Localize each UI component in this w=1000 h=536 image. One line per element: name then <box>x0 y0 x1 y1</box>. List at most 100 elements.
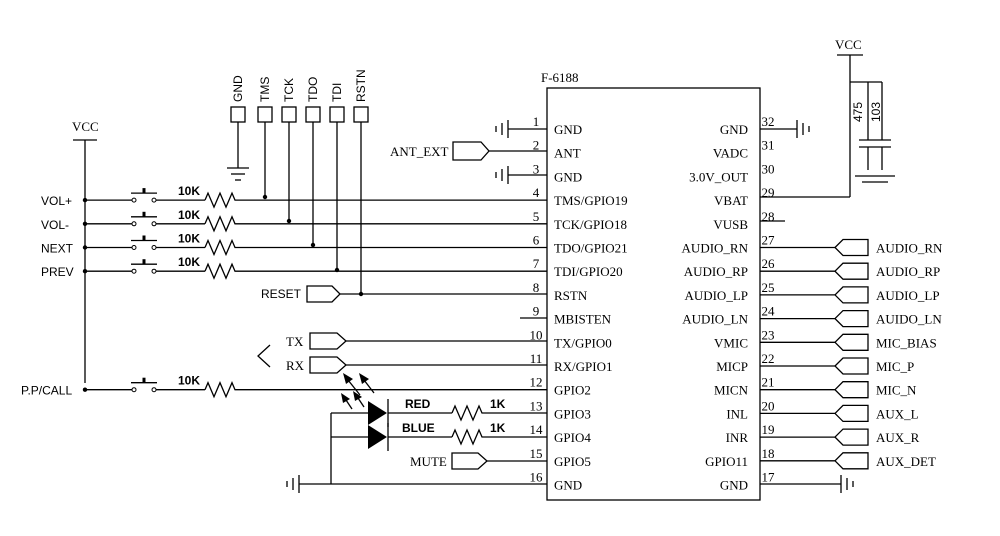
resistor-10k <box>204 262 547 280</box>
chip-right-pins: 32GND31VADC303.0V_OUT29VBAT28VUSB27AUDIO… <box>682 114 775 493</box>
cap-103-label: 103 <box>869 102 883 122</box>
resistor-10k <box>204 381 547 399</box>
resistor-10k <box>204 238 547 257</box>
port-label: MIC_P <box>876 359 914 374</box>
junction-dot <box>310 242 316 248</box>
junction-dot <box>82 269 88 274</box>
resistor-10k <box>204 191 547 209</box>
led-blue-label: BLUE <box>402 421 435 435</box>
pin-label: GPIO2 <box>554 383 591 398</box>
mute-port: MUTE <box>410 452 547 470</box>
port-connector <box>834 262 869 280</box>
pin-number: 24 <box>762 304 776 319</box>
pin-number: 25 <box>762 280 775 295</box>
pin-label: TMS/GPIO19 <box>554 193 628 208</box>
jtag-pad <box>305 106 321 123</box>
junction-dot <box>82 221 88 226</box>
pin-number: 32 <box>762 114 775 129</box>
pin-number: 20 <box>762 398 775 413</box>
vcc-right-label: VCC <box>835 37 862 52</box>
led-blue <box>368 423 389 451</box>
resistor-10k <box>204 215 547 233</box>
port-label: AUDIO_RP <box>876 264 940 279</box>
pin-label: AUDIO_LN <box>682 312 748 327</box>
pin-number: 27 <box>762 233 776 248</box>
jtag-pad-label: TDO <box>306 77 320 102</box>
led-red-resistor-label: 1K <box>490 397 506 411</box>
port-label: AUDIO_LP <box>876 288 940 303</box>
jtag-pad <box>257 106 273 123</box>
button-contact <box>151 268 157 274</box>
jtag-pad <box>281 106 297 123</box>
resistor-1k-blue <box>451 428 547 446</box>
pin-number: 1 <box>533 114 540 129</box>
port-connector <box>834 309 869 328</box>
port-label: AUX_L <box>876 406 919 421</box>
button-label: VOL- <box>41 218 69 232</box>
button-contact <box>151 197 157 203</box>
button-contact <box>151 387 157 393</box>
pin-number: 21 <box>762 375 775 390</box>
tx-port: TX <box>286 332 547 350</box>
junction-dot <box>82 197 88 203</box>
led-red-label: RED <box>405 397 431 411</box>
port-label: MIC_BIAS <box>876 335 937 350</box>
pin-label: VADC <box>713 146 748 161</box>
pin-label: GPIO5 <box>554 454 591 469</box>
pin-label: TDI/GPIO20 <box>554 264 623 279</box>
button-contact <box>131 221 137 227</box>
pin-label: AUDIO_LP <box>684 288 748 303</box>
pin-number: 28 <box>762 209 775 224</box>
button-contact <box>151 221 157 227</box>
pin-label: TX/GPIO0 <box>554 335 612 350</box>
pin-label: INR <box>726 430 749 445</box>
pin-label: GPIO11 <box>705 454 748 469</box>
pin-number: 17 <box>762 470 776 485</box>
pin-label: GPIO4 <box>554 430 591 445</box>
right-signal-ports: AUDIO_RNAUDIO_RPAUDIO_LPAUIDO_LNMIC_BIAS… <box>760 238 943 470</box>
pin-number: 30 <box>762 161 775 176</box>
junction-dot <box>82 387 88 392</box>
port-connector <box>834 428 869 446</box>
decoupling-capacitors <box>855 139 895 183</box>
port-label: AUX_DET <box>876 454 936 469</box>
cap-475-label: 475 <box>851 102 865 122</box>
pin-number: 8 <box>533 280 540 295</box>
pin-label: TDO/GPIO21 <box>554 241 628 256</box>
led-light-arrows <box>341 373 375 410</box>
chip-left-pins: 1GND2ANT3GND4TMS/GPIO195TCK/GPIO186TDO/G… <box>530 114 628 493</box>
resistor-10k-label: 10K <box>178 184 200 198</box>
pin-number: 3 <box>533 161 540 176</box>
button-contact <box>131 268 137 274</box>
jtag-pad-label: RSTN <box>354 69 368 102</box>
jtag-pad <box>230 106 246 123</box>
pin-label: VUSB <box>713 217 748 232</box>
port-connector <box>834 238 869 257</box>
vcc-right-supply: VCC <box>760 37 883 198</box>
button-contact <box>131 387 137 393</box>
led-blue-resistor-label: 1K <box>490 421 506 435</box>
ground-symbol-pin3 <box>495 166 547 184</box>
pin-label: GND <box>720 122 748 137</box>
jtag-pad <box>329 106 345 123</box>
pin-number: 26 <box>762 256 776 271</box>
reset-port: RESET <box>261 285 547 303</box>
resistor-10k-label: 10K <box>178 232 200 246</box>
button-label: VOL+ <box>41 194 72 208</box>
pin-label: RSTN <box>554 288 588 303</box>
pin-label: GND <box>554 169 582 184</box>
reset-label: RESET <box>261 287 302 301</box>
button-contact <box>131 197 137 203</box>
pin-number: 18 <box>762 446 775 461</box>
mute-label: MUTE <box>410 454 447 469</box>
resistor-10k-label: 10K <box>178 208 200 222</box>
pin-label: RX/GPIO1 <box>554 359 613 374</box>
ground-symbol-pin17 <box>760 475 854 493</box>
ground-symbol-pin32 <box>760 120 810 138</box>
jtag-gnd-ground <box>227 122 249 181</box>
rx-label: RX <box>286 358 305 373</box>
pin-label: GND <box>554 122 582 137</box>
chip-name: F-6188 <box>541 70 579 85</box>
